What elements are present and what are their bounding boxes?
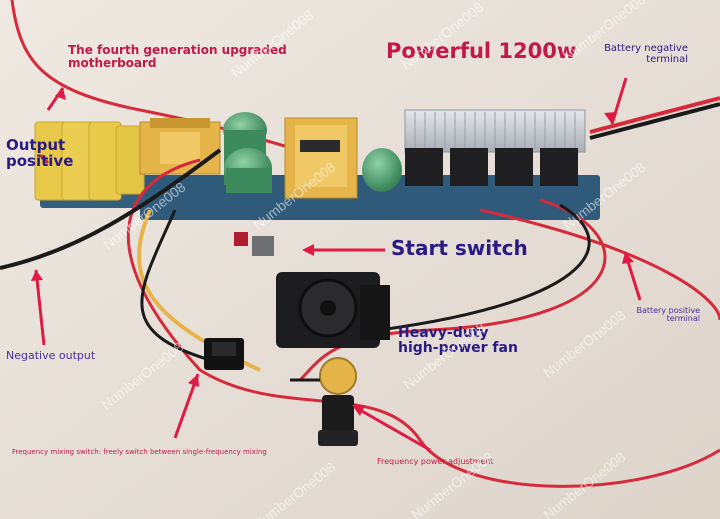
start-button-part bbox=[234, 232, 274, 256]
negative-output-label: Negative output bbox=[6, 349, 96, 362]
battery-positive-label-line2: terminal bbox=[666, 314, 700, 324]
black-signal-wire bbox=[379, 203, 591, 332]
wire-to-potentiometer bbox=[298, 198, 607, 382]
heatsink bbox=[404, 109, 586, 186]
frequency-power-label: Frequency power adjustment bbox=[377, 457, 494, 466]
fourth-gen-label-line2: motherboard bbox=[68, 55, 157, 70]
rocker-switch-part bbox=[204, 338, 244, 370]
green-capacitor-right bbox=[362, 148, 402, 192]
battery-negative-label: Battery negative terminal bbox=[600, 43, 688, 65]
battery-negative-label-line2: terminal bbox=[646, 53, 688, 65]
start-switch-label: Start switch bbox=[391, 236, 528, 260]
battery-positive-label: Battery positive terminal bbox=[630, 306, 700, 324]
battery-negative-label-line1: Battery negative bbox=[604, 43, 688, 54]
potentiometer bbox=[290, 357, 358, 446]
fourth-gen-label-line1: The fourth generation upgraded bbox=[68, 43, 287, 57]
black-wire-left bbox=[0, 148, 222, 270]
output-positive-label: Output positive bbox=[6, 136, 74, 170]
annotation-arrowheads bbox=[31, 88, 634, 416]
fan-label-line2: high-power fan bbox=[398, 339, 518, 356]
output-positive-label-line2: positive bbox=[6, 151, 74, 170]
annotation-arrows bbox=[34, 77, 642, 452]
battery-positive-label-line1: Battery positive bbox=[636, 306, 700, 315]
fourth-gen-label: The fourth generation upgraded motherboa… bbox=[68, 44, 287, 69]
transformer-center bbox=[284, 117, 358, 199]
green-capacitors bbox=[223, 112, 272, 193]
output-positive-label-line1: Output bbox=[6, 136, 66, 154]
battery-negative-wire-red bbox=[589, 96, 720, 134]
battery-negative-wire-black bbox=[589, 102, 720, 140]
yellow-capacitors bbox=[34, 121, 145, 201]
fan-label: Heavy-duty high-power fan bbox=[398, 326, 518, 355]
black-wire-mid bbox=[140, 209, 211, 362]
powerful-1200w-label: Powerful 1200w bbox=[386, 39, 577, 63]
battery-positive-wire bbox=[479, 208, 720, 321]
frequency-mixing-label: Frequency mixing switch: freely switch b… bbox=[12, 448, 267, 456]
cooling-fan bbox=[276, 272, 390, 348]
fan-label-line1: Heavy-duty bbox=[398, 325, 489, 341]
